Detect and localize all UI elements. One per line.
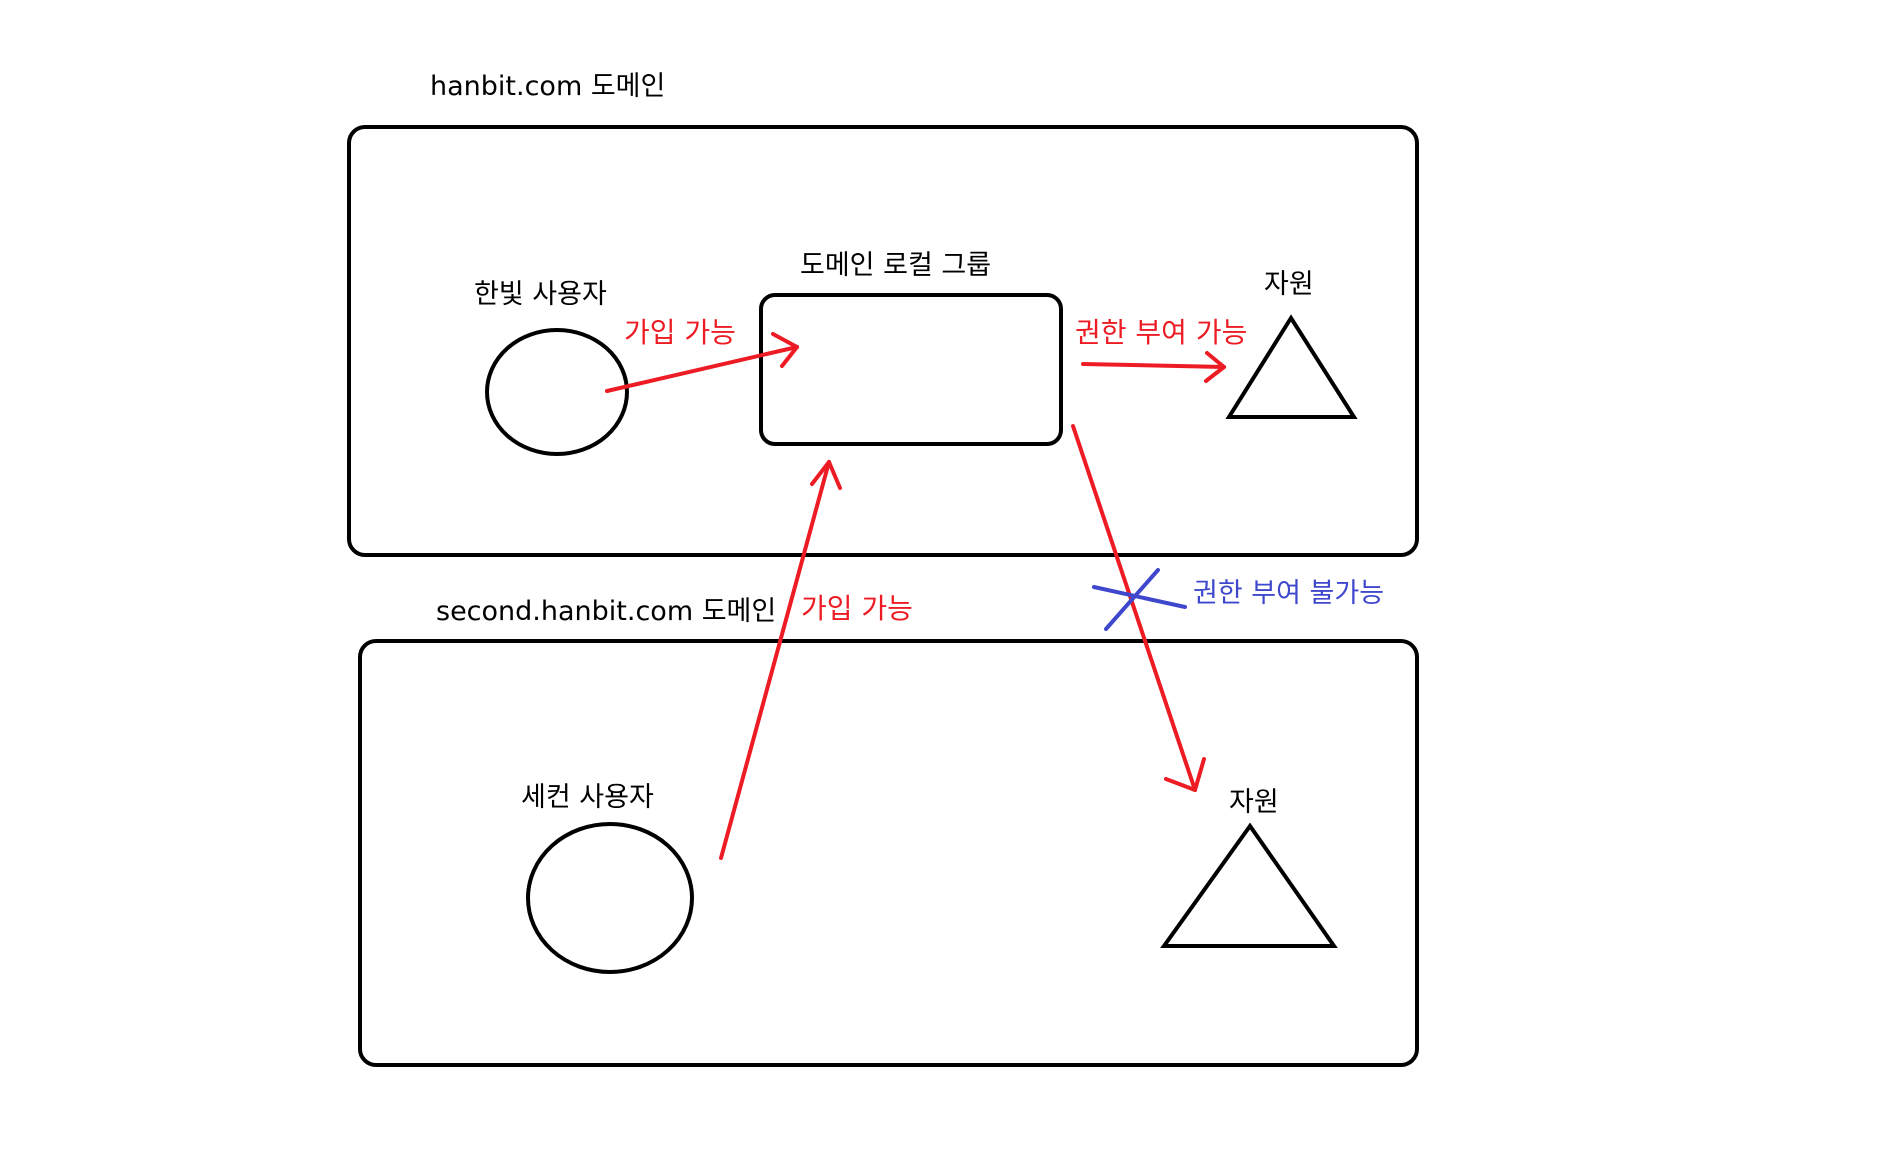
grant-label: 권한 부여 가능: [1075, 316, 1247, 349]
bottom-resource-triangle: [1160, 822, 1338, 948]
join-arrow-bottom: [719, 460, 842, 860]
bottom-domain-box: [358, 639, 1419, 1067]
local-group-label: 도메인 로컬 그룹: [800, 250, 991, 281]
local-group-box: [759, 293, 1063, 446]
bottom-domain-label: second.hanbit.com 도메인: [436, 596, 776, 627]
top-domain-label: hanbit.com 도메인: [430, 71, 665, 102]
top-domain-box: [347, 125, 1419, 557]
join-label-bottom: 가입 가능: [801, 592, 913, 625]
bottom-user-label: 세컨 사용자: [521, 782, 654, 813]
join-label-top: 가입 가능: [624, 316, 736, 349]
join-arrow-top: [605, 332, 799, 393]
grant-arrow-bottom: [1071, 424, 1206, 792]
bottom-user-circle: [526, 822, 694, 974]
top-resource-label: 자원: [1264, 269, 1314, 300]
bottom-resource-label: 자원: [1229, 787, 1279, 818]
deny-x-mark: [1092, 568, 1187, 631]
grant-arrow-top: [1081, 351, 1226, 383]
top-resource-triangle: [1225, 314, 1358, 419]
top-user-label: 한빛 사용자: [474, 279, 607, 310]
deny-label: 권한 부여 불가능: [1193, 578, 1384, 609]
top-user-circle: [485, 328, 629, 456]
